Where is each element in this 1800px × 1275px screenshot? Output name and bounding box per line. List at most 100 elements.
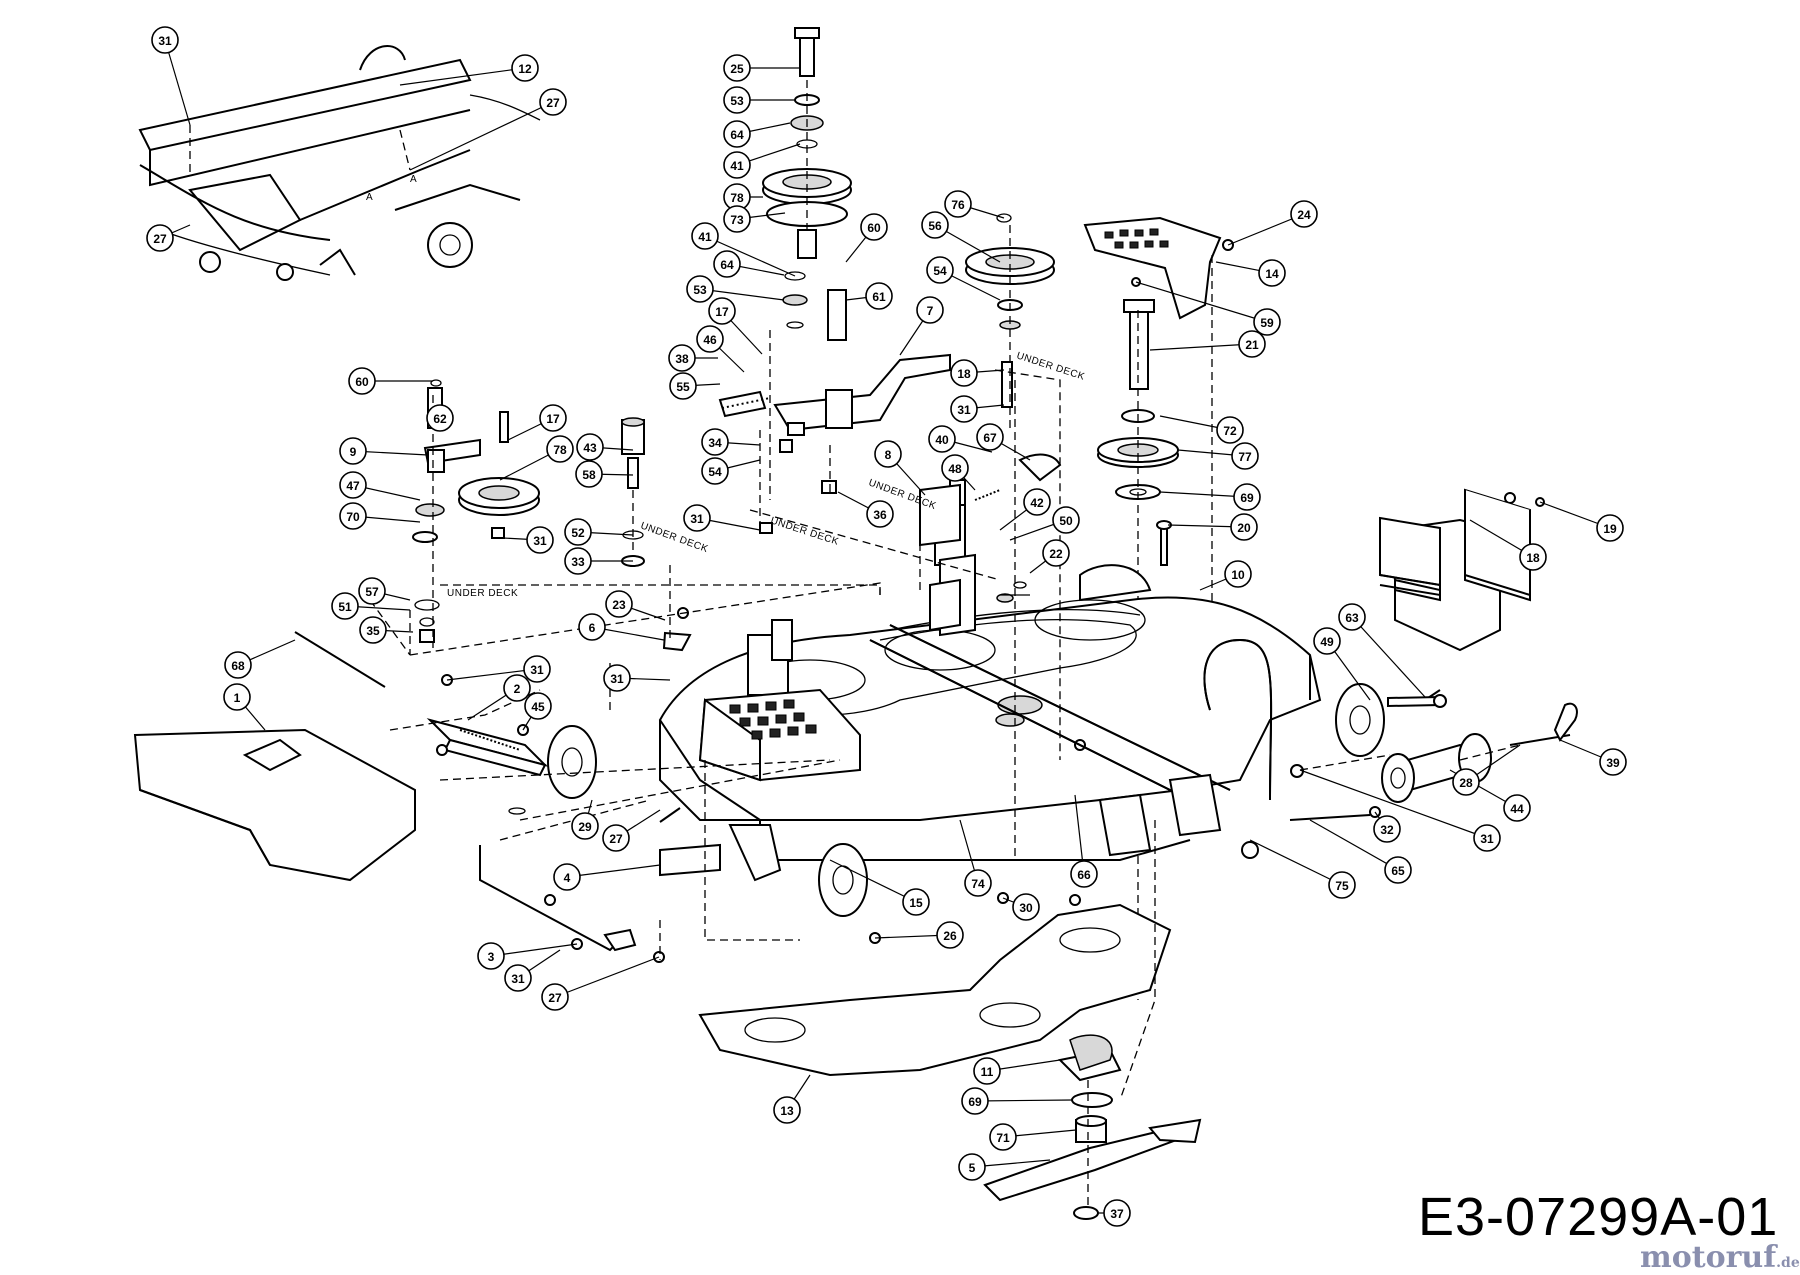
callout-number: 35 [366, 624, 380, 638]
callout-30: 30 [1002, 893, 1040, 921]
callout-18: 18 [1469, 519, 1547, 571]
callout-23: 23 [605, 590, 666, 621]
callout-number: 31 [1480, 832, 1494, 846]
callout-number: 31 [690, 512, 704, 526]
callout-number: 33 [571, 555, 585, 569]
callout-32: 32 [1373, 811, 1401, 843]
callout-68: 68 [224, 639, 296, 679]
watermark-logo: motoruf.de [1640, 1240, 1800, 1275]
callout-15: 15 [829, 859, 930, 916]
callout-46: 46 [696, 325, 745, 373]
callout-1: 1 [223, 683, 266, 731]
callout-number: 67 [983, 431, 997, 445]
callout-number: 60 [867, 221, 881, 235]
callout-25: 25 [723, 54, 800, 82]
callout-74: 74 [959, 819, 992, 897]
callout-43: 43 [576, 433, 634, 461]
inset-detail: A A [138, 45, 541, 281]
callout-7: 7 [899, 296, 944, 356]
callout-number: 62 [433, 412, 447, 426]
callout-number: 31 [610, 672, 624, 686]
callout-number: 29 [578, 820, 592, 834]
deck-wheels [547, 683, 1578, 917]
callout-number: 69 [1240, 491, 1254, 505]
callout-number: 10 [1231, 568, 1245, 582]
callout-number: 31 [511, 972, 525, 986]
assembly-lines [189, 125, 1521, 1101]
callout-10: 10 [1199, 560, 1252, 591]
callout-number: 27 [153, 232, 167, 246]
center-brackets [662, 483, 976, 652]
callout-number: 42 [1030, 496, 1044, 510]
callout-number: 68 [231, 659, 245, 673]
callout-number: 46 [703, 333, 717, 347]
callout-number: 6 [589, 621, 596, 635]
callout-number: 40 [935, 433, 949, 447]
callout-78: 78 [499, 435, 574, 481]
callout-22: 22 [1029, 539, 1070, 574]
callout-54: 54 [926, 256, 1001, 301]
callout-12: 12 [399, 54, 539, 86]
blade-spindle [983, 1034, 1202, 1220]
callout-number: 4 [564, 871, 571, 885]
callout-6: 6 [578, 613, 665, 641]
callout-number: 75 [1335, 879, 1349, 893]
callout-number: 63 [1345, 611, 1359, 625]
callout-61: 61 [845, 282, 893, 310]
callout-number: 60 [355, 375, 369, 389]
callout-52: 52 [564, 518, 634, 546]
callout-number: 70 [346, 510, 360, 524]
callout-48: 48 [941, 454, 976, 491]
callout-27: 27 [409, 88, 567, 171]
callout-60: 60 [348, 367, 433, 395]
callout-number: 71 [996, 1131, 1010, 1145]
callout-73: 73 [723, 205, 786, 233]
callout-number: 15 [909, 896, 923, 910]
callout-27: 27 [146, 224, 191, 252]
callout-number: 52 [571, 526, 585, 540]
right-shields [1379, 488, 1545, 652]
callout-28: 28 [1452, 744, 1521, 796]
callout-78: 78 [723, 183, 763, 211]
blade-mount-plate [698, 903, 1172, 1077]
callout-66: 66 [1070, 794, 1098, 888]
callout-33: 33 [564, 547, 633, 575]
top-spindle-stack [762, 27, 852, 500]
drawing-number: E3-07299A-01 [1418, 1187, 1779, 1247]
callout-55: 55 [669, 372, 721, 400]
callout-number: 31 [533, 534, 547, 548]
callout-number: 37 [1110, 1207, 1124, 1221]
callout-number: 3 [488, 950, 495, 964]
center-deflector [698, 688, 861, 782]
callout-number: 39 [1606, 756, 1620, 770]
callout-number: 19 [1603, 522, 1617, 536]
callout-31: 31 [504, 949, 561, 992]
callout-number: 69 [968, 1095, 982, 1109]
callout-11: 11 [973, 1057, 1061, 1085]
callout-59: 59 [1135, 281, 1281, 336]
callout-number: 9 [350, 445, 357, 459]
callout-number: 17 [715, 305, 729, 319]
callout-31: 31 [1299, 769, 1501, 852]
callout-number: 47 [346, 479, 360, 493]
callout-number: 22 [1049, 547, 1063, 561]
callout-17: 17 [507, 404, 567, 441]
callout-39: 39 [1559, 739, 1627, 776]
callout-53: 53 [686, 275, 785, 303]
callout-number: 11 [981, 1065, 994, 1079]
callout-72: 72 [1159, 415, 1244, 444]
callout-38: 38 [668, 344, 718, 372]
callout-29: 29 [571, 799, 599, 840]
callout-76: 76 [944, 190, 1005, 219]
callout-number: 20 [1237, 521, 1251, 535]
callout-number: 77 [1238, 450, 1252, 464]
callout-number: 32 [1380, 823, 1394, 837]
callout-number: 28 [1459, 776, 1473, 790]
callout-5: 5 [958, 1153, 1051, 1181]
callout-number: 27 [609, 832, 623, 846]
callout-69: 69 [961, 1087, 1073, 1115]
callout-64: 64 [723, 120, 791, 148]
callout-number: 38 [675, 352, 689, 366]
left-chute-assembly [133, 631, 549, 882]
